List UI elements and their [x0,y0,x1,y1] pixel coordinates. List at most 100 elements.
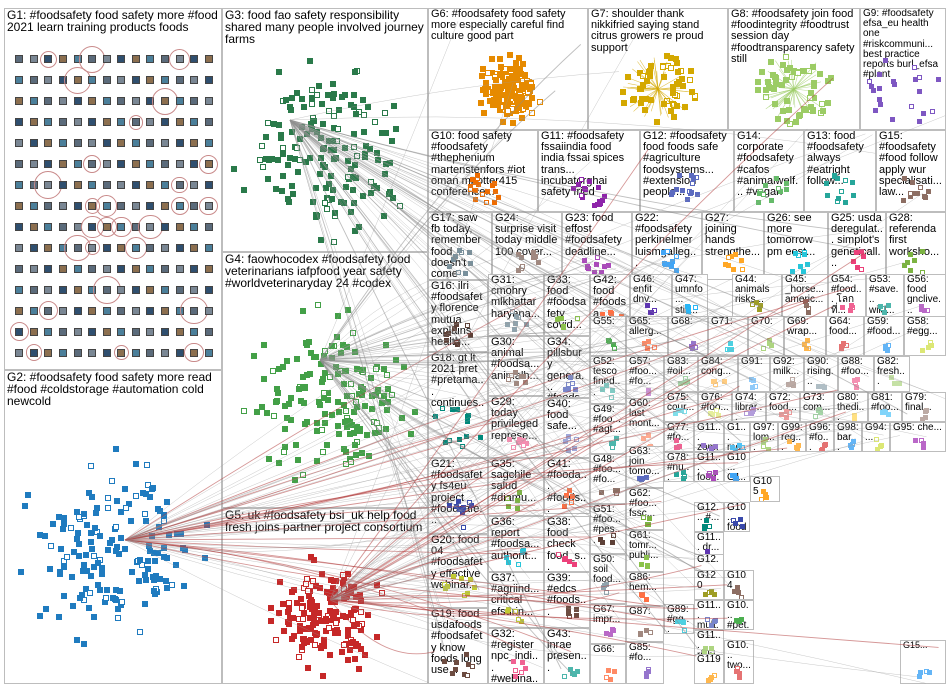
node-icon [357,592,363,598]
node-icon [854,385,859,390]
group-g40: G40: food safe... [544,398,590,458]
node-icon [161,518,167,524]
group-g1b: G1... mo... [724,422,750,452]
node-icon [205,265,213,273]
node-icon [457,507,462,512]
node-icon [351,200,357,206]
node-icon [59,97,67,105]
node-icon [97,587,103,593]
node-icon [152,558,158,564]
node-icon [44,244,52,252]
group-g68: G68: [668,316,708,356]
node-icon [915,191,920,196]
node-icon [132,349,140,357]
node-icon [644,555,649,560]
node-icon [74,265,82,273]
node-icon [313,354,319,360]
node-icon [103,244,111,252]
node-icon [348,381,354,387]
node-icon [50,521,56,527]
node-icon [511,445,516,450]
node-icon [654,119,660,125]
node-icon [182,547,188,553]
node-icon [282,426,288,432]
group-g83: G83: #oil... [664,356,698,392]
node-icon [786,107,792,113]
node-icon [649,310,654,315]
node-icon [74,97,82,105]
node-icon [103,328,111,336]
group-g25: G25: usda deregulat... simplot's genetic… [828,212,886,280]
node-icon [123,505,129,511]
node-icon [132,265,140,273]
node-icon [318,361,324,367]
node-icon [132,202,140,210]
node-icon [515,498,520,503]
node-icon [335,313,341,319]
node-icon [384,372,390,378]
node-icon [726,255,731,260]
node-icon [357,428,363,434]
group-label: G91: [741,357,767,367]
node-icon [921,111,926,116]
node-icon [597,202,602,207]
node-icon [25,492,31,498]
group-g15b: G15... [900,640,946,684]
node-icon [839,189,844,194]
node-icon [103,76,111,84]
node-icon [84,522,90,528]
node-icon [644,475,649,480]
node-icon [811,80,817,86]
node-icon [205,307,213,315]
node-icon [505,496,510,501]
node-icon [351,584,357,590]
node-icon [575,316,580,321]
node-icon [324,206,330,212]
node-icon [278,135,284,141]
node-icon [731,267,736,272]
node-icon [444,338,449,343]
node-icon [755,87,761,93]
node-icon [582,258,587,263]
node-icon [336,409,342,415]
node-icon [783,54,789,60]
group-g35: G35: sagchile salud #diamu... [488,458,544,516]
node-icon [492,200,497,205]
node-icon [318,237,324,243]
node-icon [818,410,823,415]
node-icon [259,143,265,149]
node-icon [117,55,125,63]
group-label: G24: surprise visit today middle 100 cov… [495,213,559,258]
group-g18: G18: gt lt 2021 pret #pretama... continu… [428,352,488,458]
node-icon [359,450,365,456]
node-icon [611,628,616,633]
node-icon [146,286,154,294]
node-icon [648,630,653,635]
node-icon [610,388,615,393]
node-icon [295,457,301,463]
node-icon [299,96,305,102]
node-icon [190,97,198,105]
node-icon [103,97,111,105]
node-icon [484,200,489,205]
node-icon [841,341,846,346]
node-icon [15,181,23,189]
node-icon [15,349,23,357]
node-icon [109,478,115,484]
node-icon [706,473,711,478]
node-icon [164,555,170,561]
node-icon [383,426,389,432]
node-icon [790,269,795,274]
node-icon [686,309,691,314]
node-icon [675,619,680,624]
node-icon [505,108,511,114]
node-icon [574,607,579,612]
node-icon [513,674,518,679]
node-icon [113,524,119,530]
node-icon [44,202,52,210]
node-icon [299,644,305,650]
group-label: G7: shoulder thank nikkifried saying sta… [591,9,725,54]
node-icon [447,264,452,269]
node-icon [493,189,498,194]
node-icon [514,381,519,386]
